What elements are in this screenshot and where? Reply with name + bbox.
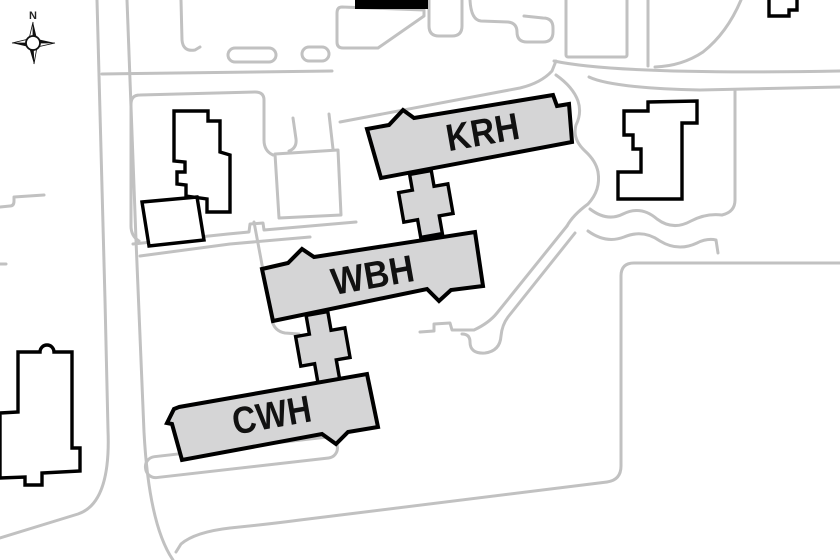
walkway-path bbox=[131, 220, 358, 246]
walkway-path bbox=[720, 89, 737, 217]
building-connectors bbox=[292, 168, 456, 387]
connector-krh-wbh[interactable] bbox=[396, 168, 456, 240]
walkway-stub bbox=[226, 46, 278, 64]
building-southwest[interactable] bbox=[0, 343, 82, 487]
walkway-path bbox=[554, 73, 600, 174]
building-krh[interactable] bbox=[364, 92, 575, 181]
walkway-path bbox=[468, 0, 555, 44]
compass-center bbox=[25, 35, 41, 51]
walkway-path bbox=[653, 0, 743, 69]
walkway-path bbox=[460, 231, 577, 355]
walkway-path bbox=[287, 116, 298, 153]
walkway-path bbox=[587, 75, 840, 92]
building-small-quad[interactable] bbox=[140, 195, 206, 248]
walkway-path bbox=[174, 261, 840, 554]
highlighted-buildings bbox=[164, 92, 575, 463]
walkway-path bbox=[0, 193, 46, 209]
building-east[interactable] bbox=[616, 99, 699, 201]
walkway-path bbox=[129, 90, 275, 243]
building-cwh[interactable] bbox=[164, 371, 381, 463]
building-wbh[interactable] bbox=[259, 229, 486, 324]
outlined-buildings bbox=[0, 0, 799, 487]
walkway-path bbox=[418, 224, 569, 334]
walkway-path bbox=[552, 59, 840, 74]
walkway-plaza bbox=[564, 0, 629, 59]
walkway-path bbox=[586, 229, 720, 255]
walkway-path bbox=[0, 0, 110, 540]
building-northwest[interactable] bbox=[172, 109, 232, 214]
walkway-path bbox=[588, 207, 724, 227]
walkway-path bbox=[327, 112, 335, 151]
walkway-path bbox=[427, 0, 464, 38]
walkway-path bbox=[100, 69, 334, 76]
connector-wbh-cwh[interactable] bbox=[292, 309, 353, 387]
building-top-bar[interactable] bbox=[355, 0, 428, 9]
walkway-path bbox=[273, 148, 343, 220]
compass-rose: N bbox=[11, 10, 56, 65]
building-northeast-small[interactable] bbox=[767, 0, 799, 18]
walkway-path bbox=[179, 0, 202, 52]
walkway-path bbox=[335, 5, 426, 50]
walkway-stub bbox=[300, 45, 331, 63]
walkway-path bbox=[125, 0, 175, 560]
walkway-path bbox=[565, 170, 600, 228]
walkway-path bbox=[138, 235, 312, 258]
walkway-path bbox=[338, 59, 558, 124]
compass-north-label: N bbox=[29, 10, 37, 22]
